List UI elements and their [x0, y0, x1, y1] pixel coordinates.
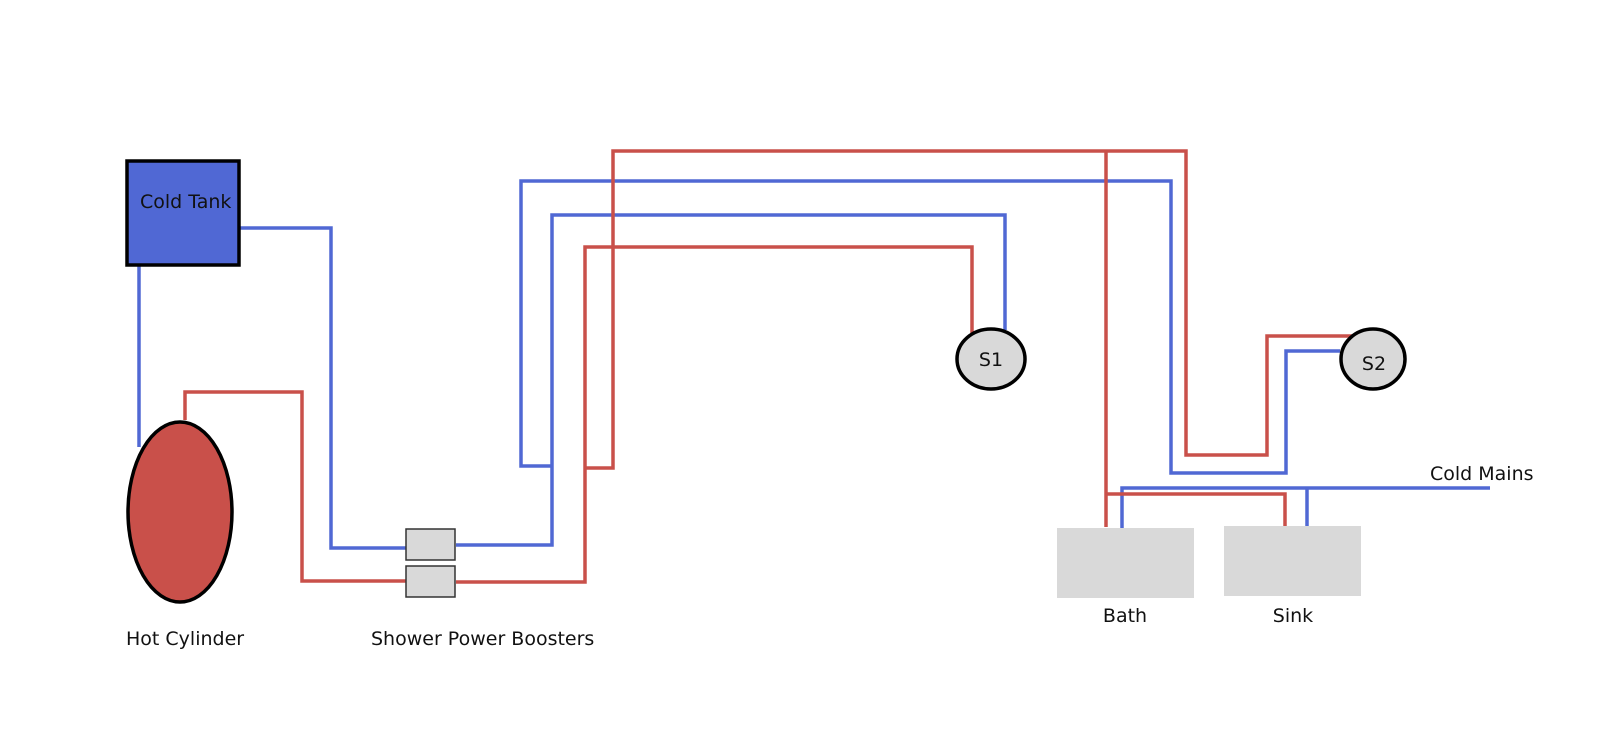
pipe-booster-cold-to-s1 — [456, 213, 1007, 547]
cold-mains-label: Cold Mains — [1430, 463, 1534, 485]
sink-body — [1224, 526, 1361, 596]
shower-s2-body — [1339, 327, 1407, 391]
hot-cylinder-label: Hot Cylinder — [126, 628, 244, 650]
bath-label: Bath — [1103, 605, 1147, 627]
hot-cylinder-body — [126, 420, 234, 604]
pipe-tank-to-booster — [240, 226, 406, 550]
booster-hot[interactable] — [405, 565, 456, 598]
pipe-booster-hot-to-s2 — [585, 149, 1352, 470]
hot-cylinder[interactable]: Hot Cylinder — [126, 420, 244, 650]
shower-s1-label: S1 — [979, 349, 1003, 371]
shower-s2[interactable]: S2 — [1339, 327, 1407, 391]
bath[interactable]: Bath — [1057, 528, 1194, 627]
sink[interactable]: Sink — [1224, 526, 1361, 627]
pipe-hot-to-bath-sink — [1104, 151, 1287, 527]
cold-tank-label: Cold Tank — [140, 191, 231, 213]
boosters-label: Shower Power Boosters — [371, 628, 594, 650]
sink-label: Sink — [1273, 605, 1313, 627]
bath-body — [1057, 528, 1194, 598]
shower-s1[interactable]: S1 — [955, 327, 1027, 391]
shower-s2-label: S2 — [1362, 353, 1386, 375]
booster-cold[interactable] — [405, 528, 456, 561]
shower-s1-body — [955, 327, 1027, 391]
cold-tank[interactable]: Cold Tank — [125, 159, 241, 267]
cold-tank-body — [125, 159, 241, 267]
shower-power-boosters[interactable]: Shower Power Boosters — [371, 528, 594, 650]
pipe-booster-hot-to-s1 — [456, 245, 974, 584]
pipe-cylinder-to-booster — [183, 390, 406, 583]
pipe-mains-to-bath-sink — [1120, 486, 1490, 528]
pipe-booster-cold-to-s2 — [519, 179, 1340, 475]
